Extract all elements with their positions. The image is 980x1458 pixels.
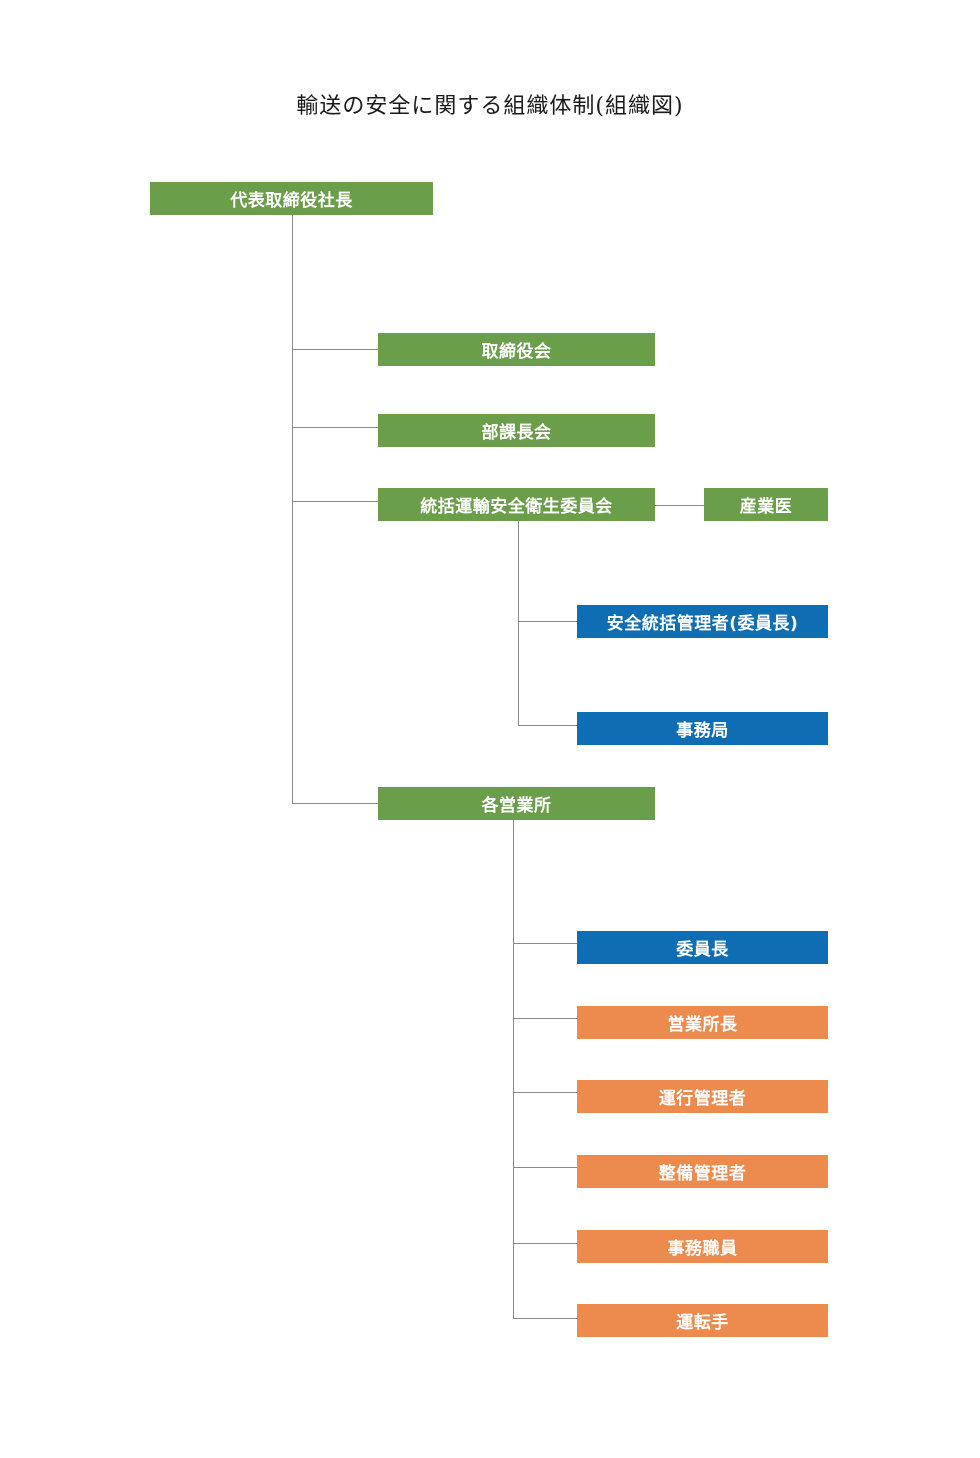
node-president: 代表取締役社長 xyxy=(150,182,433,215)
connector-branches-trunk xyxy=(513,820,514,1318)
connector-to-office-clerk xyxy=(513,1243,577,1244)
node-branches: 各営業所 xyxy=(378,787,655,820)
connector-to-committee-member xyxy=(513,943,577,944)
node-board: 取締役会 xyxy=(378,333,655,366)
connector-committee-trunk xyxy=(518,520,519,725)
connector-to-safety-manager xyxy=(518,621,577,622)
node-managers-meeting: 部課長会 xyxy=(378,414,655,447)
node-secretariat: 事務局 xyxy=(577,712,828,745)
connector-president-trunk xyxy=(292,215,293,803)
connector-to-managers-meeting xyxy=(292,427,378,428)
chart-title: 輸送の安全に関する組織体制(組織図) xyxy=(296,94,684,119)
node-branch-manager: 営業所長 xyxy=(577,1006,828,1039)
connector-to-driver xyxy=(513,1318,577,1319)
connector-to-operations-manager xyxy=(513,1092,577,1093)
node-safety-manager: 安全統括管理者(委員長) xyxy=(577,605,828,638)
connector-to-maintenance-manager xyxy=(513,1167,577,1168)
connector-to-secretariat xyxy=(518,725,577,726)
node-office-clerk: 事務職員 xyxy=(577,1230,828,1263)
node-driver: 運転手 xyxy=(577,1304,828,1337)
connector-to-branch-manager xyxy=(513,1018,577,1019)
node-committee-member: 委員長 xyxy=(577,931,828,964)
connector-to-safety-committee xyxy=(292,501,378,502)
connector-to-branches xyxy=(292,803,378,804)
node-industrial-physician: 産業医 xyxy=(704,488,828,521)
node-maintenance-manager: 整備管理者 xyxy=(577,1155,828,1188)
node-operations-manager: 運行管理者 xyxy=(577,1080,828,1113)
node-safety-committee: 統括運輸安全衛生委員会 xyxy=(378,488,655,521)
connector-committee-to-physician xyxy=(655,505,704,506)
connector-to-board xyxy=(292,349,378,350)
